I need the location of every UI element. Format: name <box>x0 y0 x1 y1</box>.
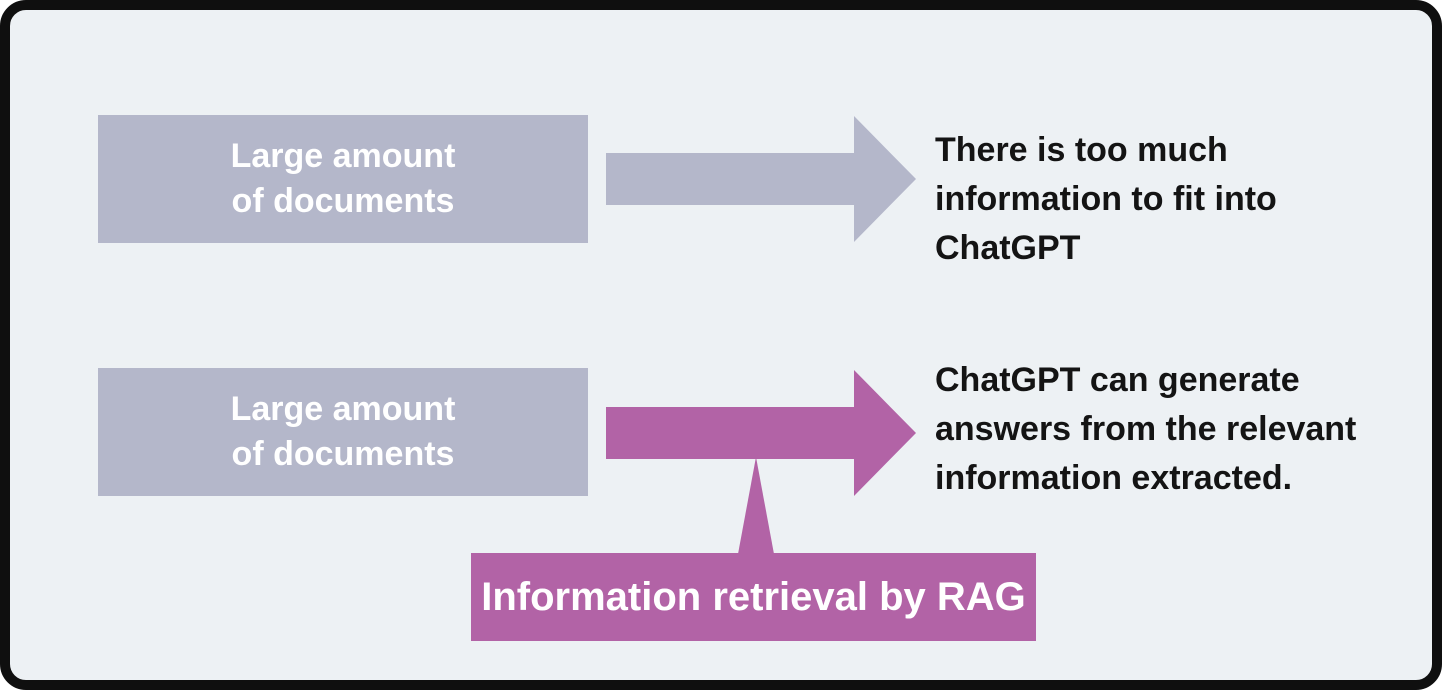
result-text-rag-answers: ChatGPT can generate answers from the re… <box>935 361 1357 497</box>
gray-right-arrow-icon <box>606 116 916 242</box>
documents-box-row1: Large amount of documents <box>98 115 588 243</box>
rag-callout-label: Information retrieval by RAG <box>481 575 1026 619</box>
result-text-too-much-info: There is too much information to fit int… <box>935 131 1277 267</box>
gray-right-arrow-shape <box>606 116 916 242</box>
rag-callout-box: Information retrieval by RAG <box>471 553 1036 641</box>
magenta-right-arrow-shape <box>606 370 916 496</box>
callout-pointer-shape <box>738 457 774 554</box>
documents-box-row1-label: Large amount of documents <box>230 137 456 220</box>
magenta-right-arrow-icon <box>606 370 916 496</box>
callout-pointer-icon <box>738 457 774 554</box>
documents-box-row2-label: Large amount of documents <box>230 390 456 473</box>
documents-box-row2: Large amount of documents <box>98 368 588 496</box>
